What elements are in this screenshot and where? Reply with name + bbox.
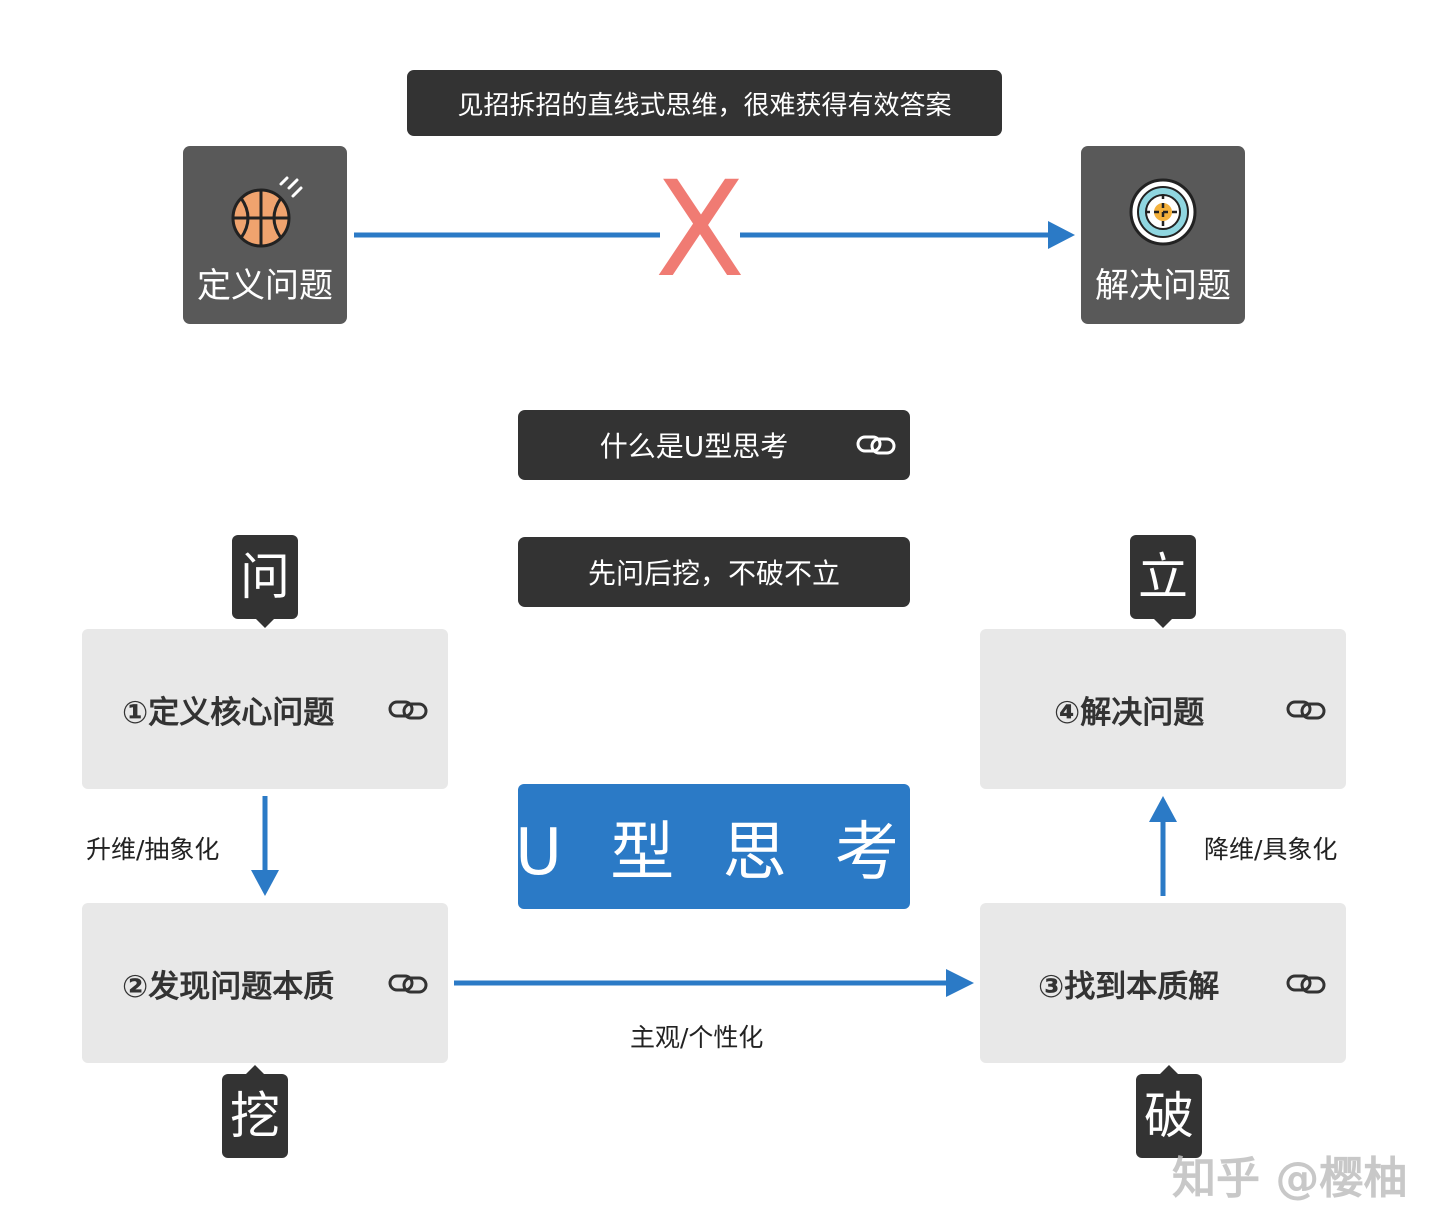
- tag-ask-pointer: [256, 619, 274, 628]
- cross-mark: X: [654, 153, 746, 307]
- link-icon[interactable]: [856, 432, 896, 458]
- step-solve-problem-label: ④解决问题: [1054, 694, 1205, 731]
- arrow-step1-to-step2-head: [251, 870, 279, 896]
- tag-ask-text: 问: [240, 548, 290, 606]
- edge-label-subjective: 主观/个性化: [630, 1023, 764, 1052]
- tag-dig-pointer: [246, 1065, 264, 1074]
- step-find-essence[interactable]: ②发现问题本质: [82, 903, 448, 1063]
- u-thinking-title-text: U 型 思 考: [515, 815, 913, 890]
- arrow-step2-to-step3-head: [946, 969, 974, 997]
- tag-establish: 立: [1130, 535, 1196, 628]
- tag-dig-text: 挖: [230, 1087, 280, 1145]
- tag-dig: 挖: [222, 1065, 288, 1158]
- straight-arrow: [354, 221, 1075, 249]
- u-flow-arrows: [251, 796, 1177, 997]
- target-icon: [1129, 178, 1197, 246]
- link-icon[interactable]: [1286, 971, 1326, 997]
- step-solve-problem[interactable]: ④解决问题: [980, 629, 1346, 789]
- straight-thinking-banner: 见招拆招的直线式思维，很难获得有效答案: [407, 70, 1002, 136]
- solve-problem-card: 解决问题: [1081, 146, 1245, 324]
- link-icon[interactable]: [388, 971, 428, 997]
- tag-break: 破: [1136, 1065, 1202, 1158]
- u-thinking-title: U 型 思 考: [515, 784, 913, 909]
- step-find-essential-solution[interactable]: ③找到本质解: [980, 903, 1346, 1063]
- tag-establish-text: 立: [1138, 548, 1188, 606]
- arrow-step3-to-step4-head: [1149, 796, 1177, 822]
- what-is-u-thinking-text: 什么是U型思考: [599, 430, 789, 463]
- step-find-essential-solution-label: ③找到本质解: [1038, 968, 1220, 1005]
- basketball-icon: [231, 176, 303, 248]
- step-find-essence-label: ②发现问题本质: [122, 968, 335, 1005]
- edge-label-abstraction: 升维/抽象化: [86, 835, 220, 864]
- straight-thinking-text: 见招拆招的直线式思维，很难获得有效答案: [457, 90, 952, 121]
- tag-break-text: 破: [1144, 1087, 1194, 1145]
- edge-label-concretization: 降维/具象化: [1204, 835, 1338, 864]
- link-icon[interactable]: [1286, 697, 1326, 723]
- motto-text: 先问后挖，不破不立: [587, 557, 840, 590]
- tag-ask: 问: [232, 535, 298, 628]
- motto-banner: 先问后挖，不破不立: [518, 537, 910, 607]
- define-problem-card: 定义问题: [183, 146, 347, 324]
- straight-arrow-head: [1048, 221, 1075, 249]
- tag-establish-pointer: [1154, 619, 1172, 628]
- define-problem-label: 定义问题: [197, 266, 333, 306]
- what-is-u-thinking-banner[interactable]: 什么是U型思考: [518, 410, 910, 480]
- link-icon[interactable]: [388, 697, 428, 723]
- solve-problem-label: 解决问题: [1095, 266, 1231, 306]
- watermark: 知乎 @樱柚: [1172, 1153, 1408, 1204]
- step-define-core-problem-label: ①定义核心问题: [122, 694, 335, 731]
- tag-break-pointer: [1160, 1065, 1178, 1074]
- step-define-core-problem[interactable]: ①定义核心问题: [82, 629, 448, 789]
